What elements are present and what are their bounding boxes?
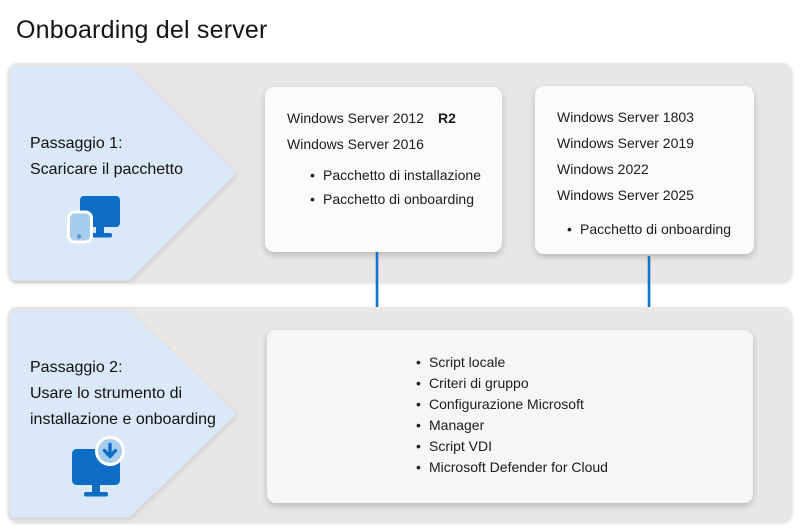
tool-item: Configurazione Microsoft [416, 394, 745, 415]
package-item: Pacchetto di installazione [310, 163, 494, 187]
tool-item: Criteri di gruppo [416, 373, 745, 394]
os-line: Windows Server 2016 [287, 136, 424, 152]
os-line: Windows Server 1803 [557, 109, 694, 125]
os-card-2012-2016: Windows Server 2012 R2 Windows Server 201… [265, 87, 502, 252]
tool-item: Script locale [416, 352, 745, 373]
step1-label: Passaggio 1: Scaricare il pacchetto [30, 131, 183, 183]
package-list: Pacchetto di onboarding [557, 217, 746, 241]
step1-subtitle: Scaricare il pacchetto [30, 161, 183, 178]
os-name: Windows Server 2012 [287, 110, 424, 126]
os-line: Windows Server 2025 [557, 187, 694, 203]
step2-subtitle-line: Usare lo strumento di [30, 385, 183, 402]
monitor-download-icon [72, 436, 125, 497]
package-item: Pacchetto di onboarding [567, 217, 746, 241]
step2-label: Passaggio 2: Usare lo strumento di insta… [30, 355, 216, 433]
package-list: Pacchetto di installazione Pacchetto di … [287, 163, 494, 211]
os-line: Windows 2022 [557, 161, 649, 177]
os-card-1803-2025: Windows Server 1803 Windows Server 2019 … [535, 86, 754, 254]
tool-item: Manager [416, 415, 745, 436]
tools-list: Script locale Criteri di gruppo Configur… [416, 352, 745, 478]
step2-subtitle-line: installazione e onboarding [30, 411, 216, 428]
package-item: Pacchetto di onboarding [310, 187, 494, 211]
onboarding-tools-card: Script locale Criteri di gruppo Configur… [267, 330, 753, 503]
devices-icon [67, 196, 120, 244]
os-line: Windows Server 2012 R2 [287, 105, 494, 131]
step2-chevron-arrow [10, 310, 236, 518]
step2-title: Passaggio 2: [30, 359, 123, 376]
os-name-bold-suffix: R2 [437, 110, 456, 126]
tool-item: Script VDI [416, 436, 745, 457]
step1-title: Passaggio 1: [30, 135, 123, 152]
page-title: Onboarding del server [16, 16, 268, 44]
tool-item: Microsoft Defender for Cloud [416, 457, 745, 478]
os-line: Windows Server 2019 [557, 135, 694, 151]
